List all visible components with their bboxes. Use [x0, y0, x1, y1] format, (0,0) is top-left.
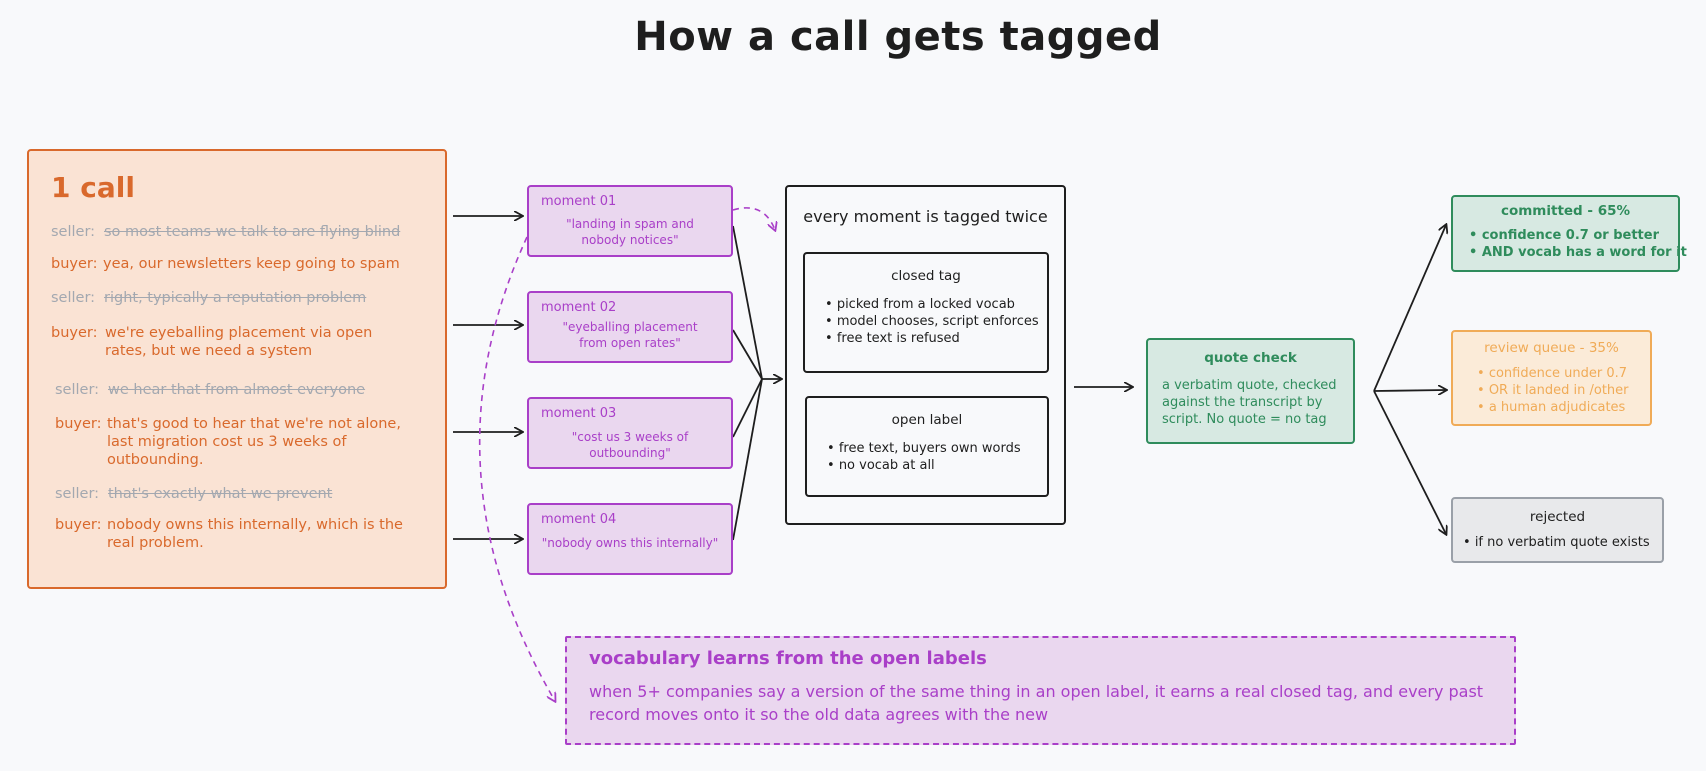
line-text: right, typically a reputation problem	[104, 290, 367, 306]
call-transcript-panel: 1 call seller: so most teams we talk to …	[27, 149, 447, 589]
tagged-twice-panel: every moment is tagged twice closed tag …	[785, 185, 1066, 525]
line-text: so most teams we talk to are flying blin…	[104, 224, 401, 240]
open-label-list: free text, buyers own words no vocab at …	[827, 440, 1021, 474]
closed-tag-box: closed tag picked from a locked vocab mo…	[803, 252, 1049, 373]
list-item: free text, buyers own words	[827, 440, 1021, 457]
line-text: yea, our newsletters keep going to spam	[103, 256, 400, 272]
line-text: that's exactly what we prevent	[108, 486, 333, 502]
list-item: no vocab at all	[827, 457, 1021, 474]
moment-label: moment 02	[541, 300, 617, 315]
connector-moment-02-merge	[732, 329, 763, 380]
vocabulary-title: vocabulary learns from the open labels	[589, 648, 987, 669]
rejected-title: rejected	[1529, 509, 1586, 525]
line-text: we're eyeballing placement via open rate…	[105, 325, 373, 359]
connector-moment-01-merge	[732, 225, 763, 380]
call-title: 1 call	[51, 171, 135, 204]
closed-tag-list: picked from a locked vocab model chooses…	[825, 296, 1039, 347]
moment-card-03: moment 03 "cost us 3 weeks of outboundin…	[527, 397, 733, 469]
list-item: if no verbatim quote exists	[1463, 534, 1650, 551]
line-text: we hear that from almost everyone	[108, 382, 366, 398]
speaker-label: seller:	[51, 290, 96, 306]
moment-label: moment 03	[541, 406, 617, 421]
moment-quote: "eyeballing placement from open rates"	[562, 320, 698, 350]
moment-quote: "cost us 3 weeks of outbounding"	[571, 430, 689, 460]
tagged-twice-title: every moment is tagged twice	[803, 207, 1048, 226]
list-item: confidence under 0.7	[1477, 365, 1629, 382]
list-item: OR it landed in /other	[1477, 382, 1629, 399]
arrow-quote-to-review	[1373, 390, 1446, 391]
closed-tag-title: closed tag	[891, 268, 961, 284]
arrow-quote-to-rejected	[1373, 390, 1446, 534]
list-item: model chooses, script enforces	[825, 313, 1039, 330]
dashed-arrow-moment-01-to-tagged	[732, 207, 775, 230]
moment-quote: "nobody owns this internally"	[541, 536, 719, 550]
list-item: free text is refused	[825, 330, 1039, 347]
moment-label: moment 01	[541, 194, 617, 209]
moment-card-02: moment 02 "eyeballing placement from ope…	[527, 291, 733, 363]
speaker-label: seller:	[55, 382, 100, 398]
moment-label: moment 04	[541, 512, 617, 527]
quote-check-body: a verbatim quote, checked against the tr…	[1162, 378, 1337, 427]
line-text: that's good to hear that we're not alone…	[107, 416, 401, 468]
connector-moment-03-merge	[732, 378, 763, 438]
list-item: AND vocab has a word for it	[1469, 244, 1687, 261]
moment-card-04: moment 04 "nobody owns this internally"	[527, 503, 733, 575]
speaker-label: buyer:	[55, 416, 102, 432]
arrow-quote-to-committed	[1373, 225, 1446, 392]
speaker-label: seller:	[51, 224, 96, 240]
quote-check-box: quote check a verbatim quote, checked ag…	[1146, 338, 1355, 444]
speaker-label: buyer:	[55, 517, 102, 533]
moment-card-01: moment 01 "landing in spam and nobody no…	[527, 185, 733, 257]
line-text: nobody owns this internally, which is th…	[107, 517, 403, 551]
open-label-title: open label	[891, 412, 963, 428]
dashed-arrow-moment-01-to-vocabulary	[478, 236, 555, 701]
review-queue-list: confidence under 0.7 OR it landed in /ot…	[1477, 365, 1629, 416]
review-queue-box: review queue - 35% confidence under 0.7 …	[1451, 330, 1652, 426]
list-item: picked from a locked vocab	[825, 296, 1039, 313]
list-item: confidence 0.7 or better	[1469, 227, 1687, 244]
open-label-box: open label free text, buyers own words n…	[805, 396, 1049, 497]
quote-check-title: quote check	[1204, 350, 1297, 366]
rejected-list: if no verbatim quote exists	[1463, 534, 1650, 551]
speaker-label: seller:	[55, 486, 100, 502]
diagram-title: How a call gets tagged	[634, 14, 1162, 60]
review-queue-title: review queue - 35%	[1484, 340, 1619, 356]
committed-list: confidence 0.7 or better AND vocab has a…	[1469, 227, 1687, 261]
vocabulary-box: vocabulary learns from the open labels w…	[565, 636, 1516, 745]
speaker-label: buyer:	[51, 256, 98, 272]
rejected-box: rejected if no verbatim quote exists	[1451, 497, 1664, 563]
vocabulary-body: when 5+ companies say a version of the s…	[589, 682, 1484, 724]
committed-box: committed - 65% confidence 0.7 or better…	[1451, 195, 1687, 272]
list-item: a human adjudicates	[1477, 399, 1629, 416]
moment-quote: "landing in spam and nobody notices"	[566, 217, 694, 247]
committed-title: committed - 65%	[1500, 203, 1631, 219]
speaker-label: buyer:	[51, 325, 98, 341]
connector-moment-04-merge	[732, 378, 763, 541]
